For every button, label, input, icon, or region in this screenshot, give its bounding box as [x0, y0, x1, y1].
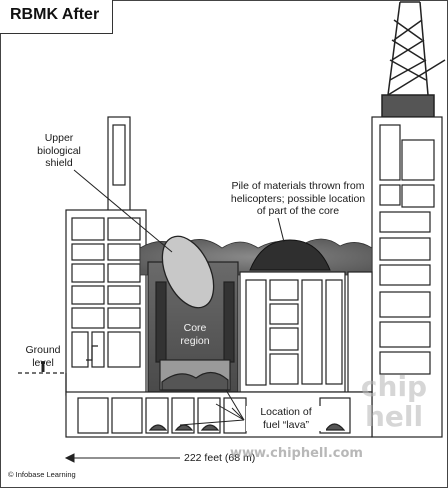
label-core: Core region	[170, 322, 220, 347]
dimension-label: 222 feet (68 m)	[182, 452, 258, 464]
label-pile: Pile of materials thrown from helicopter…	[218, 180, 378, 218]
basement	[65, 391, 373, 438]
label-fuel: Location of fuel “lava”	[246, 406, 326, 431]
material-pile	[249, 239, 331, 271]
ground-line-1: Ground	[25, 344, 61, 356]
pointer-lines	[73, 169, 285, 426]
middle-building	[239, 271, 373, 393]
ground-line	[18, 372, 67, 392]
upper-shield-line-2: biological	[37, 144, 81, 157]
upper-shield-line-3: shield	[45, 157, 73, 169]
label-upper-shield: Upper biological shield	[16, 132, 102, 170]
crane-tower	[381, 1, 446, 118]
pile-line-3: of part of the core	[256, 205, 340, 217]
upper-shield	[161, 235, 215, 309]
pile-line-2: helicopters; possible location	[230, 192, 366, 205]
arrow-left-icon	[64, 453, 75, 463]
credit-label: © Infobase Learning	[8, 470, 76, 479]
watermark-logo: chip hell	[360, 370, 428, 433]
upper-shield-line-1: Upper	[44, 132, 74, 144]
page-title: RBMK After	[10, 6, 100, 23]
left-tower	[107, 116, 131, 213]
ground-line-2: level	[32, 356, 54, 369]
dimension-arrow	[64, 453, 180, 463]
fuel-line-1: Location of	[260, 406, 312, 418]
core-line-2: region	[180, 334, 210, 347]
core-line-1: Core	[183, 322, 207, 334]
person-icon	[41, 361, 45, 372]
left-building	[65, 209, 147, 396]
fuel-line-2: fuel “lava”	[262, 418, 310, 431]
label-ground: Ground level	[18, 344, 68, 369]
title-box: RBMK After	[0, 0, 113, 34]
watermark-url: www.chiphell.com	[230, 446, 363, 461]
right-building	[371, 116, 443, 438]
pile-line-1: Pile of materials thrown from	[231, 180, 365, 192]
